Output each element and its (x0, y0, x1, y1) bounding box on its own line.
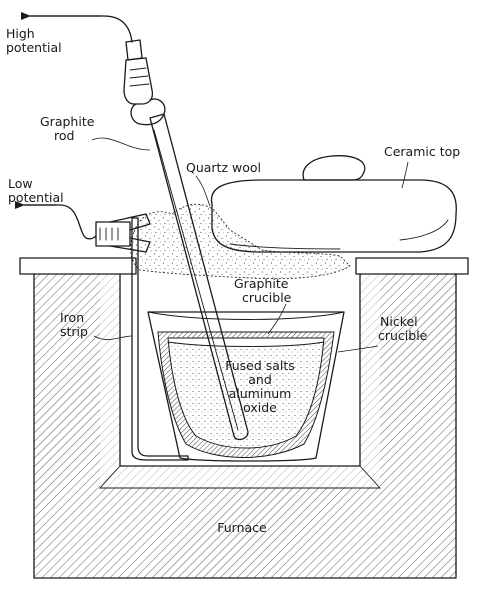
low-clamp-jaw (109, 213, 151, 253)
graphite-crucible-label-line2: crucible (242, 290, 292, 305)
graphite-crucible (157, 331, 335, 458)
high-clamp-grip (130, 98, 166, 126)
furnace (19, 257, 469, 579)
ceramic-top-shading (229, 219, 449, 250)
graphite-rod-shade (153, 129, 239, 431)
furnace-cavity-outline (119, 273, 361, 467)
iron-strip-label-line2: strip (60, 324, 88, 339)
furnace-outline (33, 273, 457, 579)
ceramic-top-body (210, 179, 457, 253)
fused-salts-surface (167, 341, 325, 347)
fused-salts-label-line1: Fused salts (225, 358, 295, 373)
graphite-crucible-leader (267, 303, 287, 335)
low-clamp-teeth (99, 227, 119, 241)
iron-strip (131, 217, 189, 461)
ceramic-top (210, 155, 457, 253)
quartz-wool-label: Quartz wool (186, 160, 261, 175)
nickel-crucible (147, 311, 345, 462)
high-potential-label-line2: potential (6, 40, 62, 55)
graphite-rod-body (149, 113, 249, 441)
graphite-rod-label-line2: rod (54, 128, 74, 143)
iron-strip-body (131, 217, 189, 461)
nickel-crucible-label-line2: crucible (378, 328, 428, 343)
high-potential-label-line1: High (6, 26, 35, 41)
iron-strip-label-line1: Iron (60, 310, 84, 325)
ceramic-top-label: Ceramic top (384, 144, 460, 159)
ceramic-top-leader (401, 161, 409, 189)
graphite-rod (149, 113, 249, 441)
low-potential-label-line2: potential (8, 190, 64, 205)
fused-salts-melt (168, 342, 324, 448)
high-potential-clamp (21, 12, 166, 126)
furnace-top-left-plate (19, 257, 137, 275)
graphite-rod-label-line1: Graphite (40, 114, 95, 129)
nickel-crucible-leader (337, 345, 379, 353)
labels: High potential Graphite rod Quartz wool … (6, 26, 460, 535)
fused-salts-label-line3: aluminum (229, 386, 292, 401)
iron-strip-leader (93, 335, 133, 340)
low-potential-label-line1: Low (8, 176, 33, 191)
furnace-label: Furnace (217, 520, 267, 535)
graphite-rod-leader (91, 137, 151, 151)
high-clamp-teeth (129, 67, 150, 87)
fused-salts-label-line2: and (248, 372, 272, 387)
high-clamp-plug (125, 39, 143, 61)
furnace-top-right-plate (355, 257, 469, 275)
graphite-crucible-label-line1: Graphite (234, 276, 289, 291)
low-potential-wire (23, 204, 97, 240)
low-clamp-body (95, 221, 131, 247)
high-potential-wire (29, 15, 133, 43)
furnace-wall (34, 274, 456, 578)
nickel-crucible-label-line1: Nickel (380, 314, 418, 329)
ceramic-top-knob (302, 155, 366, 181)
quartz-wool (130, 203, 351, 280)
low-potential-clamp (14, 201, 151, 253)
quartz-wool-leader (195, 175, 211, 207)
quartz-wool-mass (130, 203, 351, 280)
nickel-crucible-body (147, 311, 345, 462)
furnace-cavity-shadow (98, 465, 382, 489)
nickel-crucible-rim (147, 311, 345, 320)
high-clamp-jaws (123, 57, 154, 105)
fused-salts-label-line4: oxide (243, 400, 277, 415)
leader-lines (91, 137, 409, 353)
